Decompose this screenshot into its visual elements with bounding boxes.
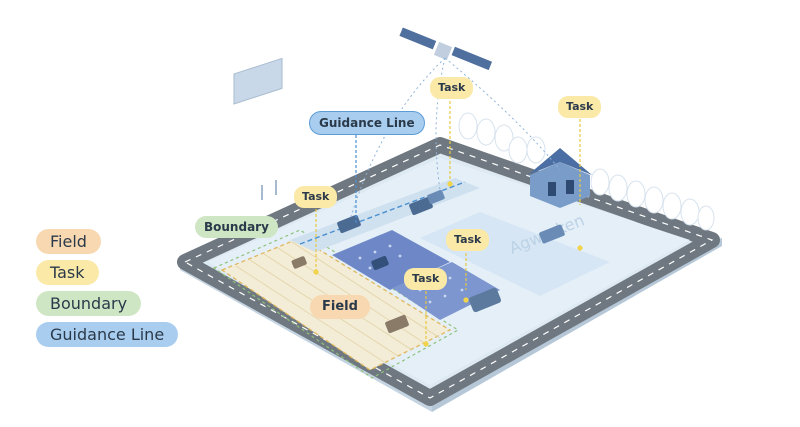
field-label: Field — [310, 295, 370, 319]
legend-field: Field — [36, 229, 101, 254]
billboard — [234, 58, 282, 200]
satellite — [399, 28, 492, 71]
guidance-line-label: Guidance Line — [309, 111, 425, 135]
legend: Field Task Boundary Guidance Line — [36, 229, 178, 353]
boundary-label: Boundary — [195, 216, 278, 238]
legend-guidance-line: Guidance Line — [36, 322, 178, 347]
task-label-satellite: Task — [430, 77, 473, 99]
task-label-crop: Task — [404, 268, 447, 290]
legend-task: Task — [36, 260, 99, 285]
task-label-light-plot: Task — [446, 229, 489, 251]
task-label-strip: Task — [294, 186, 337, 208]
task-label-barn: Task — [558, 96, 601, 118]
legend-boundary: Boundary — [36, 291, 141, 316]
